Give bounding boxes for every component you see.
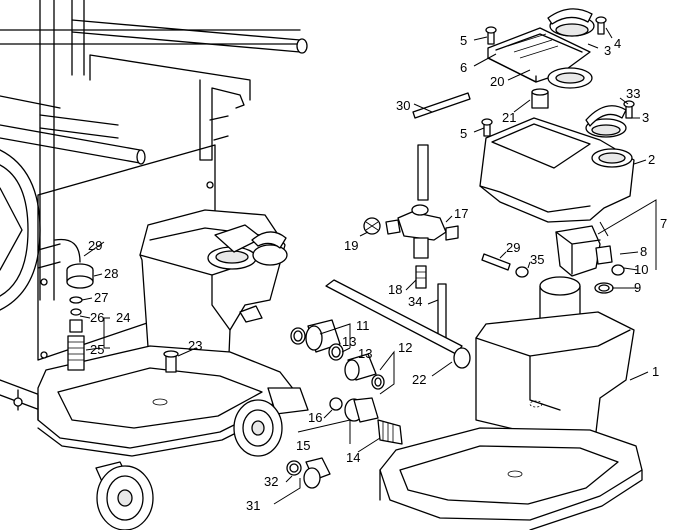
callout-16: 16 — [308, 410, 322, 425]
callout-32: 32 — [264, 474, 278, 489]
callout-28: 28 — [104, 266, 118, 281]
callout-7: 7 — [660, 216, 667, 231]
callout-13-lower: 13 — [358, 346, 372, 361]
callout-5-mid: 5 — [460, 126, 467, 141]
callout-2: 2 — [648, 152, 655, 167]
callout-1: 1 — [652, 364, 659, 379]
caster-front-right — [233, 387, 309, 457]
callout-34: 34 — [408, 294, 422, 309]
callout-25: 25 — [90, 342, 104, 357]
callout-8: 8 — [640, 244, 647, 259]
callout-13-upper: 13 — [342, 334, 356, 349]
assembled-cart — [0, 0, 309, 530]
callout-4: 4 — [614, 36, 621, 51]
callout-18: 18 — [388, 282, 402, 297]
callout-15: 15 — [296, 438, 310, 453]
callout-14: 14 — [346, 450, 360, 465]
loose-parts — [286, 92, 529, 489]
callout-3-mid: 3 — [642, 110, 649, 125]
callout-31: 31 — [246, 498, 260, 513]
callout-9: 9 — [634, 280, 641, 295]
callout-11: 11 — [356, 318, 370, 333]
callout-10: 10 — [634, 262, 648, 277]
callout-17: 17 — [454, 206, 468, 221]
callout-24: 24 — [116, 310, 130, 325]
callout-33: 33 — [626, 86, 640, 101]
callout-29-left: 29 — [88, 238, 102, 253]
callout-6: 6 — [460, 60, 467, 75]
caster-front-left — [95, 461, 154, 530]
callout-30: 30 — [396, 98, 410, 113]
callout-labels: 5 4 3 6 20 30 5 21 33 3 2 7 8 10 9 17 19… — [88, 33, 667, 513]
callout-20: 20 — [490, 74, 504, 89]
callout-12: 12 — [398, 340, 412, 355]
callout-21: 21 — [502, 110, 516, 125]
callout-3-top: 3 — [604, 43, 611, 58]
callout-5-top: 5 — [460, 33, 467, 48]
callout-23: 23 — [188, 338, 202, 353]
callout-19: 19 — [344, 238, 358, 253]
exploded-assembly — [379, 8, 643, 530]
callout-35: 35 — [530, 252, 544, 267]
leader-lines — [79, 27, 657, 505]
callout-26: 26 — [90, 310, 104, 325]
callout-22: 22 — [412, 372, 426, 387]
callout-29-right: 29 — [506, 240, 520, 255]
callout-27: 27 — [94, 290, 108, 305]
